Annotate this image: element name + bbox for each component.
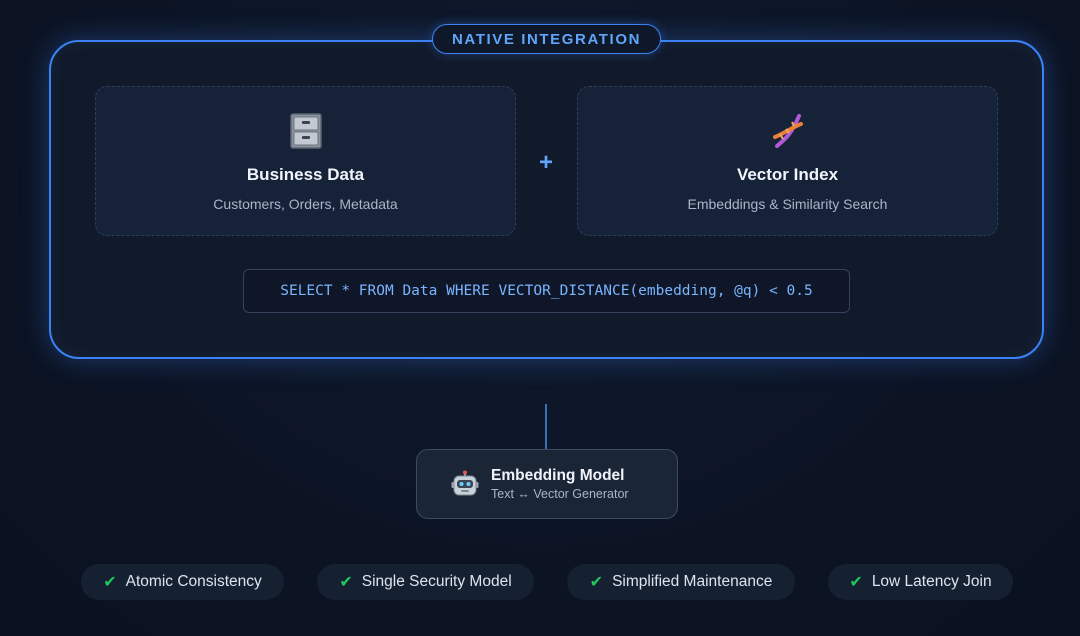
feature-label: Low Latency Join bbox=[871, 573, 992, 590]
feature-label: Simplified Maintenance bbox=[612, 573, 773, 590]
embedding-model-subtitle: Text ↔ Vector Generator bbox=[491, 487, 629, 501]
feature-pill-low-latency-join: ✔ Low Latency Join bbox=[828, 564, 1013, 600]
robot-icon bbox=[451, 470, 479, 498]
feature-label: Single Security Model bbox=[361, 573, 512, 590]
embedding-model-title: Embedding Model bbox=[491, 467, 625, 484]
check-icon: ✔ bbox=[849, 574, 863, 591]
business-data-title: Business Data bbox=[246, 165, 365, 184]
business-data-subtitle: Customers, Orders, Metadata bbox=[213, 196, 398, 212]
feature-label: Atomic Consistency bbox=[125, 573, 262, 590]
dna-icon bbox=[771, 113, 805, 149]
native-integration-badge: NATIVE INTEGRATION bbox=[432, 24, 661, 54]
feature-pill-simplified-maintenance: ✔ Simplified Maintenance bbox=[567, 564, 795, 600]
feature-pill-single-security-model: ✔ Single Security Model bbox=[317, 564, 534, 600]
vector-index-card: Vector Index Embeddings & Similarity Sea… bbox=[577, 86, 998, 236]
connector-line bbox=[545, 404, 547, 450]
check-icon: ✔ bbox=[339, 574, 353, 591]
check-icon: ✔ bbox=[103, 574, 117, 591]
feature-pill-atomic-consistency: ✔ Atomic Consistency bbox=[81, 564, 284, 600]
vector-index-title: Vector Index bbox=[736, 165, 839, 184]
check-icon: ✔ bbox=[589, 574, 604, 591]
plus-sign: + bbox=[538, 149, 553, 176]
vector-index-subtitle: Embeddings & Similarity Search bbox=[687, 196, 888, 212]
sql-query-box: SELECT * FROM Data WHERE VECTOR_DISTANCE… bbox=[243, 269, 850, 313]
business-data-card: Business Data Customers, Orders, Metadat… bbox=[95, 86, 516, 236]
file-cabinet-icon bbox=[289, 113, 323, 149]
embedding-model-node: Embedding Model Text ↔ Vector Generator bbox=[416, 449, 678, 519]
